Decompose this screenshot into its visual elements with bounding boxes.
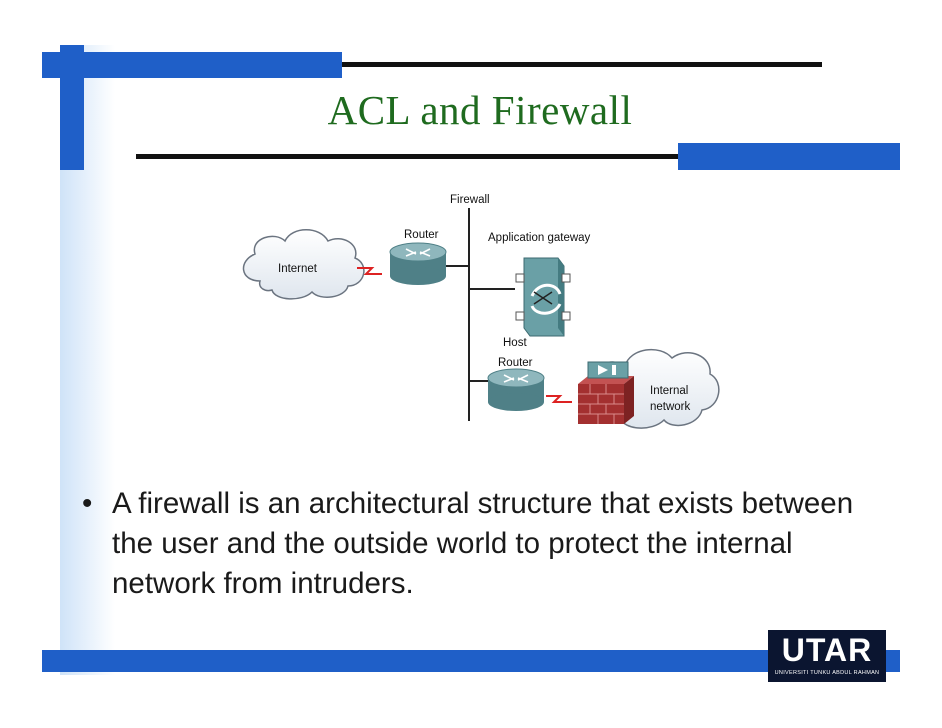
router-top-label: Router: [404, 229, 439, 241]
internet-serial-link: [357, 267, 382, 275]
top-bar-black: [342, 62, 822, 67]
top-bar-blue: [42, 52, 342, 78]
utar-logo-text: UTAR: [781, 632, 873, 668]
internet-label: Internet: [278, 263, 318, 275]
router-top-icon: [389, 242, 447, 285]
internal-label-2: network: [650, 401, 691, 413]
app-gateway-label: Application gateway: [488, 232, 591, 244]
app-gateway-icon: [515, 257, 571, 337]
firewall-diagram: Internet Router Firewall Application gat…: [242, 194, 720, 429]
bottom-bar: [42, 650, 900, 672]
router-bottom-label: Router: [498, 357, 533, 369]
title-underline-black: [136, 154, 681, 159]
firewall-wall-icon: [578, 361, 634, 424]
internal-label-1: Internal: [650, 385, 688, 397]
router-bottom-icon: [487, 368, 545, 411]
title-underline-blue: [678, 143, 900, 170]
firewall-label: Firewall: [450, 194, 490, 206]
internal-serial-link: [546, 395, 572, 403]
utar-logo: UTAR UNIVERSITI TUNKU ABDUL RAHMAN: [768, 630, 886, 682]
host-label: Host: [503, 337, 527, 349]
bullet-text: A firewall is an architectural structure…: [112, 487, 854, 600]
utar-logo-subtitle: UNIVERSITI TUNKU ABDUL RAHMAN: [774, 670, 880, 676]
bullet-marker: •: [82, 487, 93, 520]
internet-cloud: [242, 229, 365, 300]
slide-title: ACL and Firewall: [327, 87, 633, 133]
